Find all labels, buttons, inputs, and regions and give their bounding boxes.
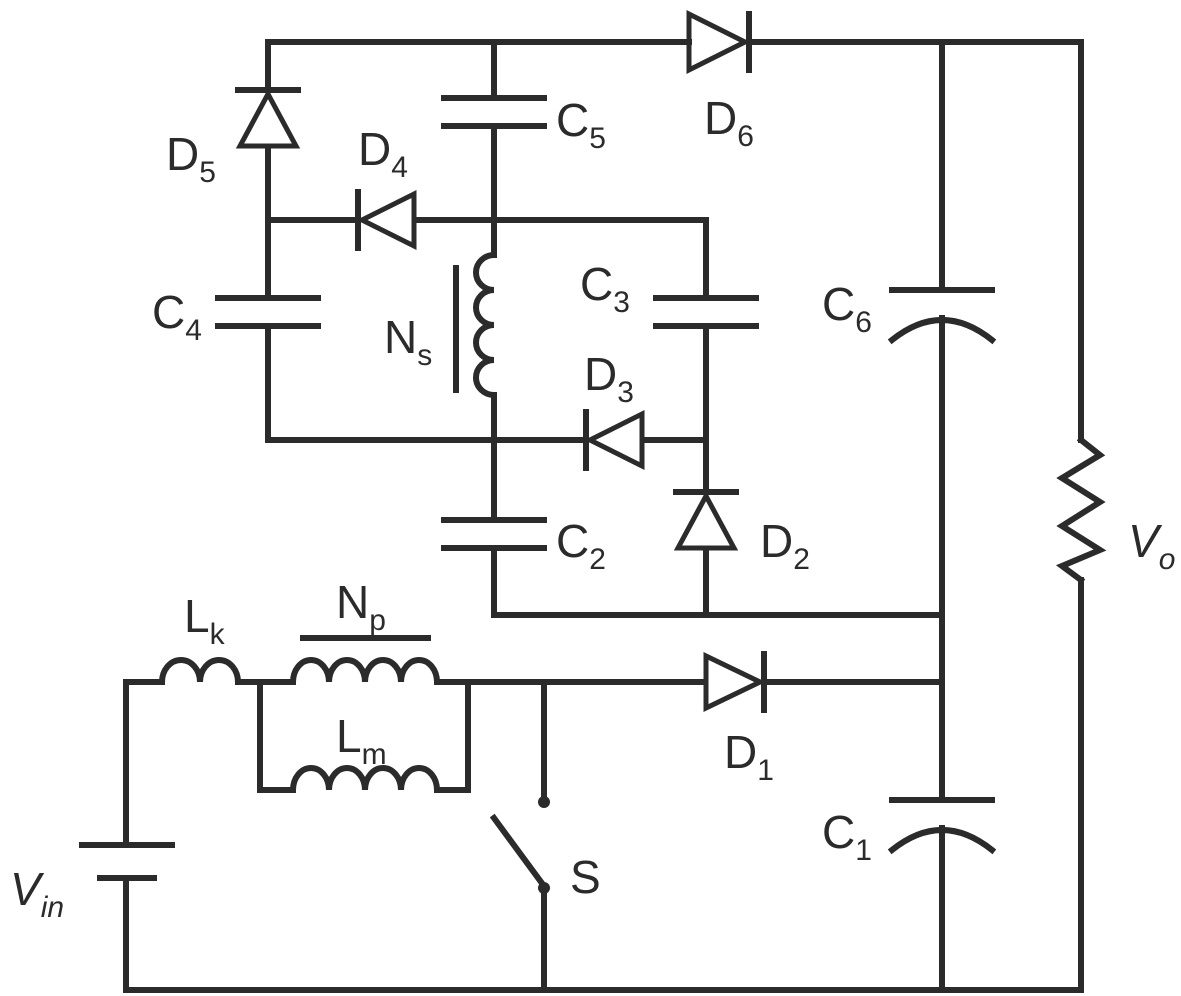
diode-d4 [355,189,417,251]
battery-vin [79,842,175,881]
capacitor-c6 [887,287,997,345]
diode-d3 [583,409,645,471]
wire-c4-bottom [265,323,587,443]
switch-s [489,796,550,894]
label-c1: C1 [822,806,872,867]
capacitor-c4 [215,295,321,329]
wire-d4-right [413,217,709,301]
wires [123,39,1084,993]
diode-d1 [703,651,767,713]
winding-ns [453,251,498,399]
label-ns: Ns [384,311,432,372]
label-d6: D6 [704,92,754,153]
diode-d5 [235,87,301,149]
label-d3: D3 [584,348,634,409]
label-vo: Vo [1128,515,1175,576]
diode-d6 [686,9,752,75]
inductor-lk [158,657,242,686]
wire-vin-top [123,679,165,848]
label-lk: Lk [184,590,226,651]
capacitor-c5 [441,95,547,129]
label-c4: C4 [152,286,202,347]
label-c5: C5 [556,94,606,155]
wire-c2-bottom [491,545,945,618]
label-c6: C6 [822,278,872,339]
label-s: S [570,851,601,903]
diode-d2 [673,489,739,551]
wire-lm-bypass-right [434,679,471,793]
capacitor-c1 [887,797,997,855]
inductor-lm [289,765,441,794]
winding-np [289,635,441,686]
label-d4: D4 [358,123,408,184]
label-d2: D2 [760,515,810,576]
label-np: Np [336,576,386,637]
label-lm: Lm [336,710,387,771]
wire-lm-bypass-left [257,679,296,793]
resistor-load [1055,435,1107,585]
label-c2: C2 [556,515,606,576]
label-d5: D5 [166,128,216,189]
label-c3: C3 [580,258,630,319]
capacitor-c2 [441,517,547,551]
capacitor-c3 [653,295,759,329]
label-vin: Vin [10,863,64,924]
label-d1: D1 [724,726,774,787]
